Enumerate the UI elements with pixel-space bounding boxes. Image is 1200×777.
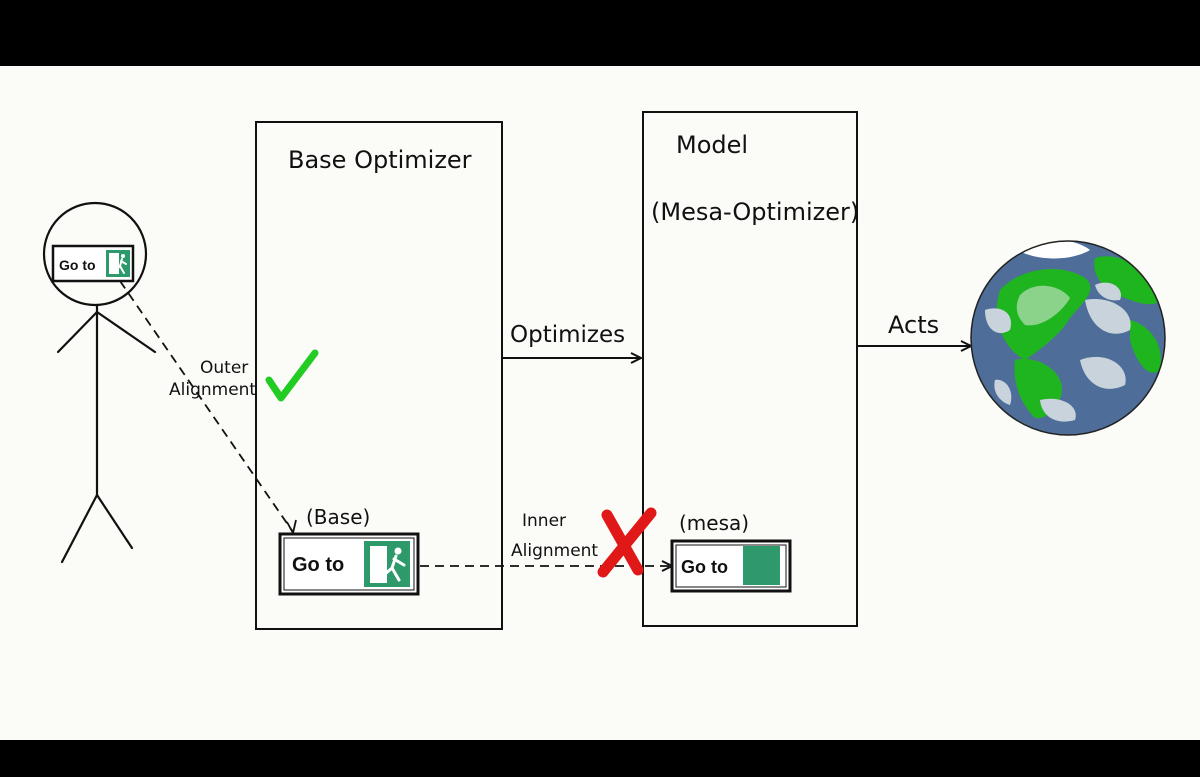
human-sign-text: Go to — [59, 257, 96, 273]
outer-alignment-arrowhead — [286, 519, 297, 536]
human-arm-left — [56, 310, 99, 354]
base-tag: (Base) — [306, 505, 370, 529]
inner-alignment-label-line2: Alignment — [511, 541, 598, 561]
outer-alignment-label-line2: Alignment — [169, 380, 256, 400]
mesa-goal-sign: Go to — [670, 539, 792, 593]
cross-mark-icon — [597, 507, 657, 578]
outer-alignment-dashed-line — [119, 280, 294, 533]
human-figure — [42, 201, 157, 564]
check-mark-icon — [265, 349, 319, 402]
human-goal-sign: Go to — [51, 244, 135, 283]
base-optimizer-label: Base Optimizer — [288, 146, 472, 174]
outer-alignment-label-line1: Outer — [200, 358, 248, 378]
mesa-sign-text: Go to — [681, 557, 728, 577]
acts-label: Acts — [888, 311, 939, 339]
human-head — [42, 201, 148, 307]
human-arm-right — [95, 310, 157, 354]
base-optimizer-box — [255, 121, 503, 630]
letterbox-bottom — [0, 740, 1200, 777]
optimizes-label: Optimizes — [510, 322, 625, 348]
base-goal-sign: Go to — [278, 532, 420, 596]
model-box — [642, 111, 858, 627]
letterbox-top — [0, 0, 1200, 66]
running-man-icon — [370, 546, 406, 583]
human-leg-right — [95, 493, 134, 550]
running-man-icon — [109, 253, 127, 274]
human-leg-left — [60, 493, 99, 564]
inner-alignment-label-line1: Inner — [522, 511, 566, 531]
earth-globe-icon — [970, 240, 1166, 436]
model-label: Model — [676, 131, 748, 159]
mesa-tag: (mesa) — [679, 511, 749, 535]
blank-green-sign-icon — [743, 546, 780, 585]
base-sign-text: Go to — [292, 554, 344, 576]
mesa-optimizer-label: (Mesa-Optimizer) — [651, 198, 859, 226]
